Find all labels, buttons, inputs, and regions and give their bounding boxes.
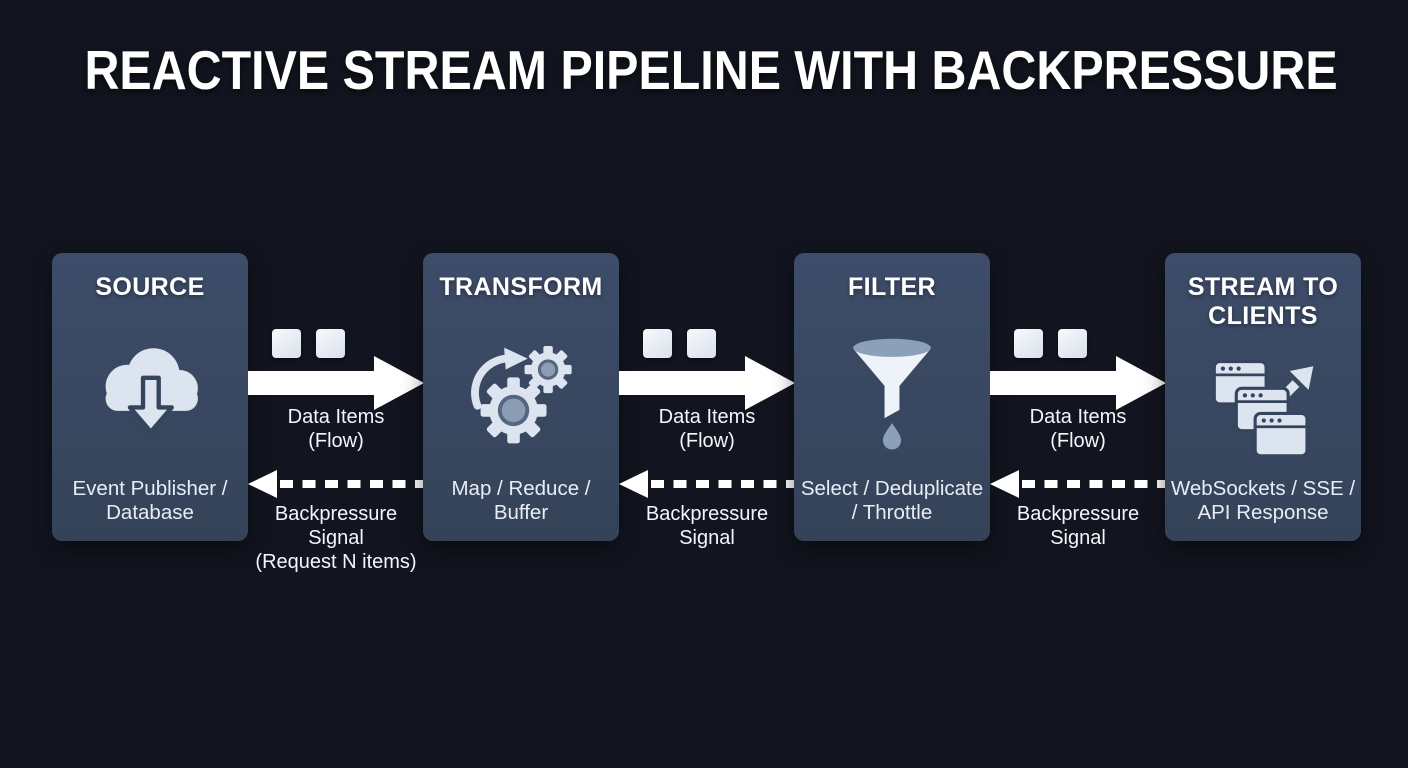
page-title: REACTIVE STREAM PIPELINE WITH BACKPRESSU… [84,39,1338,101]
stage-title: TRANSFORM [439,273,603,301]
connector-transform-filter: Data Items (Flow) Backpressure Signal [619,253,795,573]
backpressure-label: Backpressure Signal [1016,503,1140,549]
backpressure-label: Backpressure Signal [645,503,769,549]
data-item-square [316,329,345,358]
stage-subtitle: WebSockets / SSE / API Response [1170,477,1356,525]
stage-icon-wrap [794,302,990,477]
stage-box-stream-to-clients: STREAM TO CLIENTS [1165,253,1361,541]
data-item-square [1058,329,1087,358]
stage-icon-wrap [52,302,248,477]
data-item-square [1014,329,1043,358]
flow-arrow-icon [990,356,1166,410]
stage-icon-wrap [423,302,619,477]
flow-label: Data Items (Flow) [287,406,385,452]
stage-icon-wrap [1165,331,1361,477]
stage-box-transform: TRANSFORM [423,253,619,541]
backpressure-arrow-icon [248,470,424,498]
browser-windows-icon [1212,360,1314,458]
connector-source-transform: Data Items (Flow) Backpressure Signal (R… [248,253,424,573]
flow-label: Data Items (Flow) [1029,406,1127,452]
data-item-square [643,329,672,358]
stage-title: FILTER [847,273,937,301]
data-item-square [687,329,716,358]
flow-label: Data Items (Flow) [658,406,756,452]
gears-icon [471,345,572,443]
stage-title: STREAM TO CLIENTS [1187,273,1339,330]
cloud-download-icon [105,347,198,434]
connector-filter-clients: Data Items (Flow) Backpressure Signal [990,253,1166,573]
stage-box-source: SOURCE Event Publisher / Database [52,253,248,541]
backpressure-label: Backpressure Signal (Request N items) [255,503,417,573]
flow-arrow-icon [248,356,424,410]
stage-title: SOURCE [95,273,205,301]
flow-arrow-icon [619,356,795,410]
stage-subtitle: Map / Reduce / Buffer [451,477,591,525]
funnel-icon [853,338,931,450]
stage-subtitle: Event Publisher / Database [72,477,228,525]
backpressure-arrow-icon [619,470,795,498]
backpressure-arrow-icon [990,470,1166,498]
stage-subtitle: Select / Deduplicate / Throttle [800,477,984,525]
stage-box-filter: FILTER Select / Deduplicate / Throttle [794,253,990,541]
data-item-square [272,329,301,358]
